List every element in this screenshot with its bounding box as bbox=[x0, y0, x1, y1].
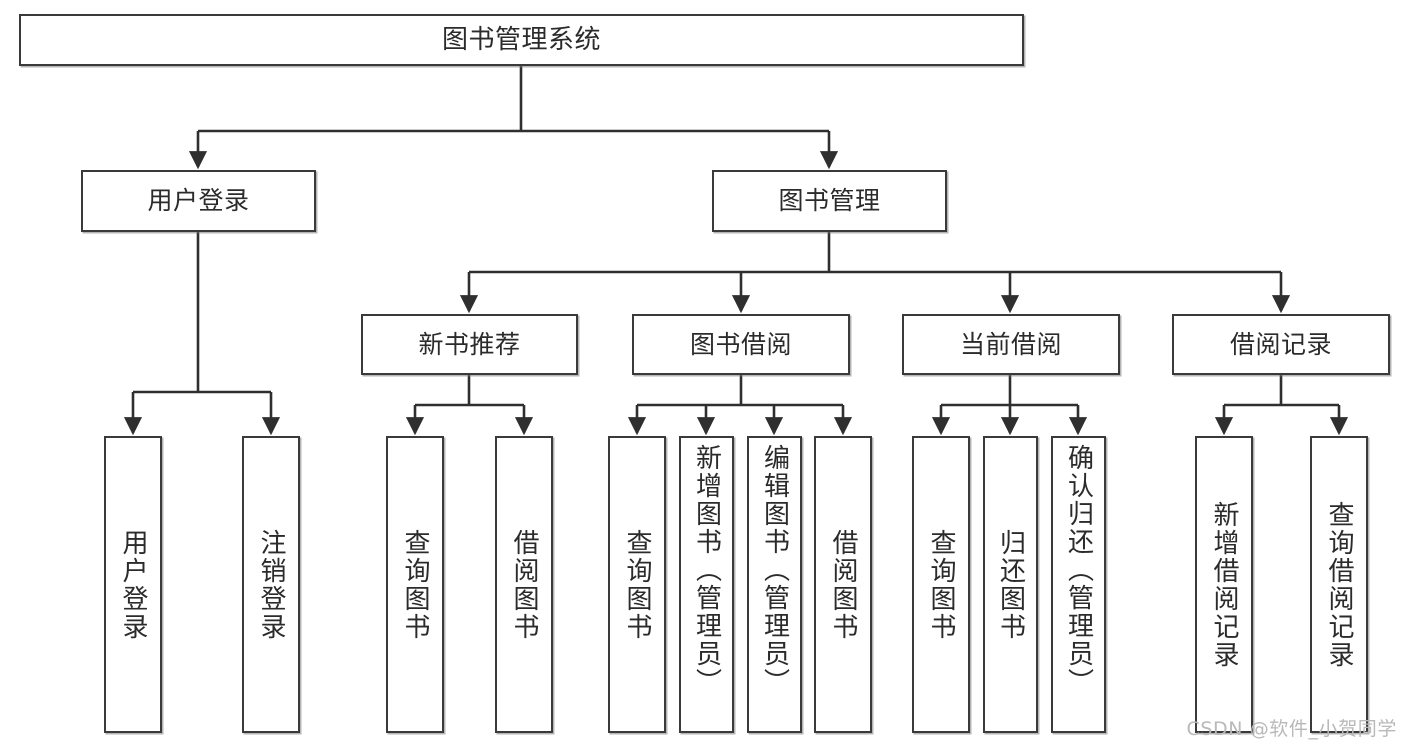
leaf-recommend-borrow-book-label: 借阅图书 bbox=[509, 528, 539, 641]
leaf-record-add-label: 新增借阅记录 bbox=[1209, 500, 1239, 669]
leaf-user-logout-label: 注销登录 bbox=[256, 528, 286, 641]
leaf-recommend-borrow-book[interactable]: 借阅图书 bbox=[495, 436, 553, 733]
node-book-borrow[interactable]: 图书借阅 bbox=[632, 314, 850, 375]
node-root[interactable]: 图书管理系统 bbox=[19, 14, 1024, 66]
node-book-manage[interactable]: 图书管理 bbox=[712, 170, 947, 232]
leaf-borrow-edit-book-label: 编辑图书（管理员） bbox=[759, 444, 790, 696]
node-current-borrow-label: 当前借阅 bbox=[959, 329, 1062, 359]
node-new-book-recommend-label: 新书推荐 bbox=[418, 329, 521, 359]
node-root-label: 图书管理系统 bbox=[441, 24, 601, 55]
leaf-current-return-book-label: 归还图书 bbox=[995, 528, 1026, 641]
leaf-recommend-query-book[interactable]: 查询图书 bbox=[386, 436, 444, 733]
node-borrow-record-label: 借阅记录 bbox=[1229, 329, 1332, 359]
leaf-current-confirm-return[interactable]: 确认归还（管理员） bbox=[1051, 436, 1106, 733]
leaf-borrow-add-book-label: 新增图书（管理员） bbox=[691, 444, 722, 696]
leaf-borrow-lend-book[interactable]: 借阅图书 bbox=[814, 436, 872, 733]
node-user-login[interactable]: 用户登录 bbox=[81, 170, 316, 232]
node-book-borrow-label: 图书借阅 bbox=[689, 329, 792, 359]
leaf-record-query-label: 查询借阅记录 bbox=[1324, 500, 1354, 669]
leaf-user-login-label: 用户登录 bbox=[118, 528, 148, 641]
csdn-watermark: CSDN @软件_小贺同学 bbox=[1186, 718, 1397, 740]
leaf-current-return-book[interactable]: 归还图书 bbox=[983, 436, 1038, 733]
leaf-borrow-lend-book-label: 借阅图书 bbox=[828, 528, 858, 641]
leaf-current-query-book[interactable]: 查询图书 bbox=[912, 436, 970, 733]
node-borrow-record[interactable]: 借阅记录 bbox=[1172, 314, 1390, 375]
leaf-borrow-query-book[interactable]: 查询图书 bbox=[608, 436, 666, 733]
node-new-book-recommend[interactable]: 新书推荐 bbox=[361, 314, 578, 375]
leaf-user-logout[interactable]: 注销登录 bbox=[242, 436, 300, 733]
leaf-borrow-add-book[interactable]: 新增图书（管理员） bbox=[679, 436, 734, 733]
leaf-record-query[interactable]: 查询借阅记录 bbox=[1310, 436, 1368, 733]
leaf-record-add[interactable]: 新增借阅记录 bbox=[1195, 436, 1253, 733]
leaf-borrow-edit-book[interactable]: 编辑图书（管理员） bbox=[747, 436, 802, 733]
node-current-borrow[interactable]: 当前借阅 bbox=[902, 314, 1120, 375]
node-user-login-label: 用户登录 bbox=[147, 186, 250, 216]
node-book-manage-label: 图书管理 bbox=[778, 186, 881, 216]
leaf-current-query-book-label: 查询图书 bbox=[926, 528, 956, 641]
leaf-user-login[interactable]: 用户登录 bbox=[104, 436, 162, 733]
leaf-recommend-query-book-label: 查询图书 bbox=[400, 528, 430, 641]
leaf-current-confirm-return-label: 确认归还（管理员） bbox=[1063, 444, 1094, 696]
leaf-borrow-query-book-label: 查询图书 bbox=[622, 528, 652, 641]
